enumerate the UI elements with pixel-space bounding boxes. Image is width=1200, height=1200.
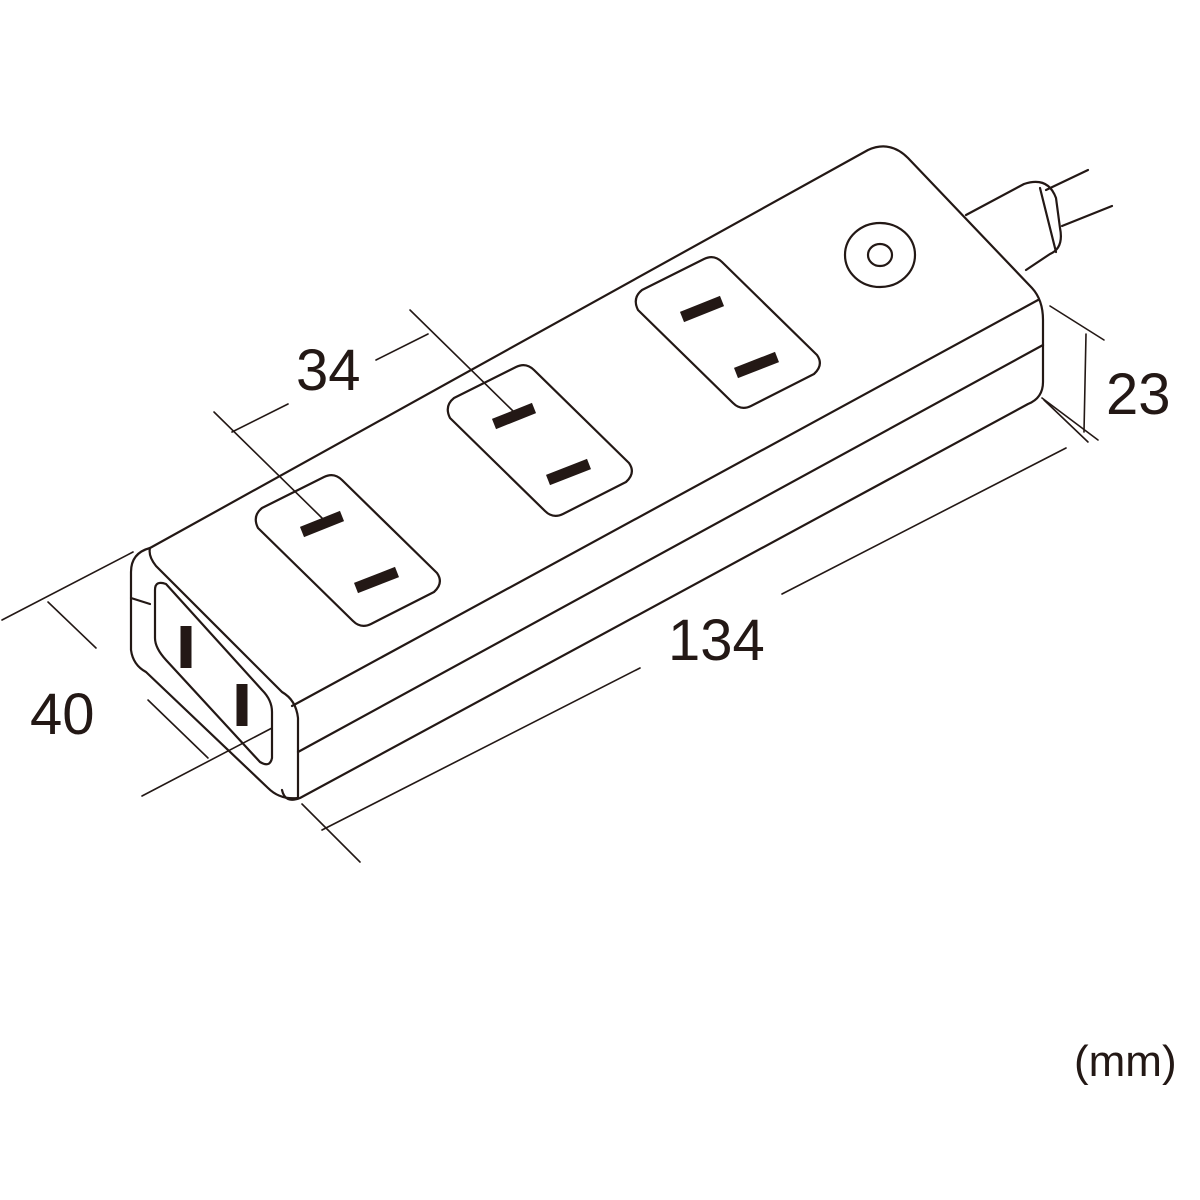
length-label: 134: [668, 608, 765, 673]
length-extension-far: [1043, 399, 1089, 443]
width-dimension-line-lower: [147, 699, 209, 759]
height-extension-top: [1049, 305, 1105, 341]
pitch-dimension-line-right: [375, 333, 429, 361]
end-outlet: [153, 581, 274, 766]
indicator-inner-ring: [866, 242, 894, 268]
outlet-2-slot-lower: [546, 458, 591, 486]
outlet-1-slot-lower: [354, 566, 399, 594]
end-outlet-frame: [153, 581, 274, 766]
width-extension-upper: [1, 551, 134, 621]
top-face-outline: [148, 145, 1045, 801]
dimension-length: 134: [301, 399, 1089, 863]
dimension-height: 23: [1041, 305, 1171, 441]
outlet-1-slot-upper: [299, 510, 345, 538]
width-label: 40: [30, 682, 95, 747]
height-extension-bottom: [1041, 397, 1099, 441]
unit-label: (mm): [1074, 1037, 1177, 1086]
side-top-edge: [290, 298, 1040, 708]
length-dimension-line-lower: [321, 667, 641, 831]
outlet-2-plate: [446, 363, 633, 518]
pitch-extension-left: [213, 411, 323, 519]
end-seam: [129, 596, 152, 606]
width-extension-lower: [141, 727, 273, 797]
indicator-outer-ring: [843, 221, 917, 289]
outlet-1: [254, 473, 441, 628]
outlet-2-slot-upper: [491, 402, 537, 430]
cord-bushing-edge: [1038, 186, 1058, 254]
cord-lower-line: [1060, 204, 1114, 228]
dimension-width: 40: [1, 551, 273, 797]
cord-bushing: [964, 180, 1062, 272]
side-seam: [296, 343, 1045, 754]
outlet-3: [634, 255, 821, 410]
length-dimension-line-upper: [781, 447, 1067, 595]
pitch-extension-right: [409, 309, 515, 413]
outlet-1-plate: [254, 473, 441, 628]
pitch-label: 34: [296, 338, 361, 403]
indicator-button: [843, 221, 917, 289]
width-dimension-line-upper: [47, 601, 97, 649]
cord: [964, 168, 1114, 272]
height-label: 23: [1106, 362, 1171, 427]
pitch-dimension-line-left: [231, 403, 289, 433]
outlet-3-plate: [634, 255, 821, 410]
outlet-3-slot-upper: [679, 295, 725, 323]
strip-body: [129, 145, 1045, 801]
cord-upper-line: [1044, 168, 1090, 192]
height-dimension-line: [1083, 333, 1087, 433]
dimension-outlet-pitch: 34: [213, 309, 515, 519]
length-extension-near: [301, 803, 361, 863]
end-face-outline: [129, 546, 300, 800]
outlet-3-slot-lower: [734, 351, 779, 379]
outlet-2: [446, 363, 633, 518]
